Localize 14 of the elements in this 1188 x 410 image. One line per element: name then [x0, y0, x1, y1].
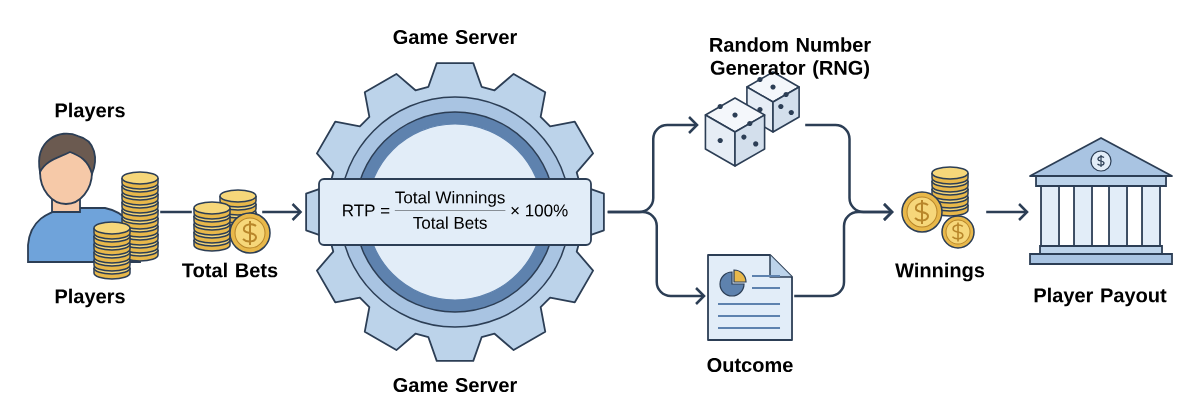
node-label: Total Bets: [182, 262, 278, 278]
arrow: [986, 203, 1029, 221]
node-label: Game Server: [393, 377, 517, 393]
node-label: Outcome: [707, 357, 793, 373]
node-label: Game Server: [393, 29, 517, 45]
node-label: Players: [55, 288, 125, 308]
node-label: Players: [55, 102, 125, 122]
arrow: [794, 203, 894, 298]
formula-box: RTP = Total Winnings Total Bets × 100%: [318, 178, 592, 246]
node-label: Winnings: [895, 262, 985, 282]
node-label: Player Payout: [1034, 287, 1167, 307]
arrow: [262, 203, 303, 221]
node-label: Random Number Generator (RNG): [710, 37, 871, 79]
arrow: [607, 210, 706, 305]
